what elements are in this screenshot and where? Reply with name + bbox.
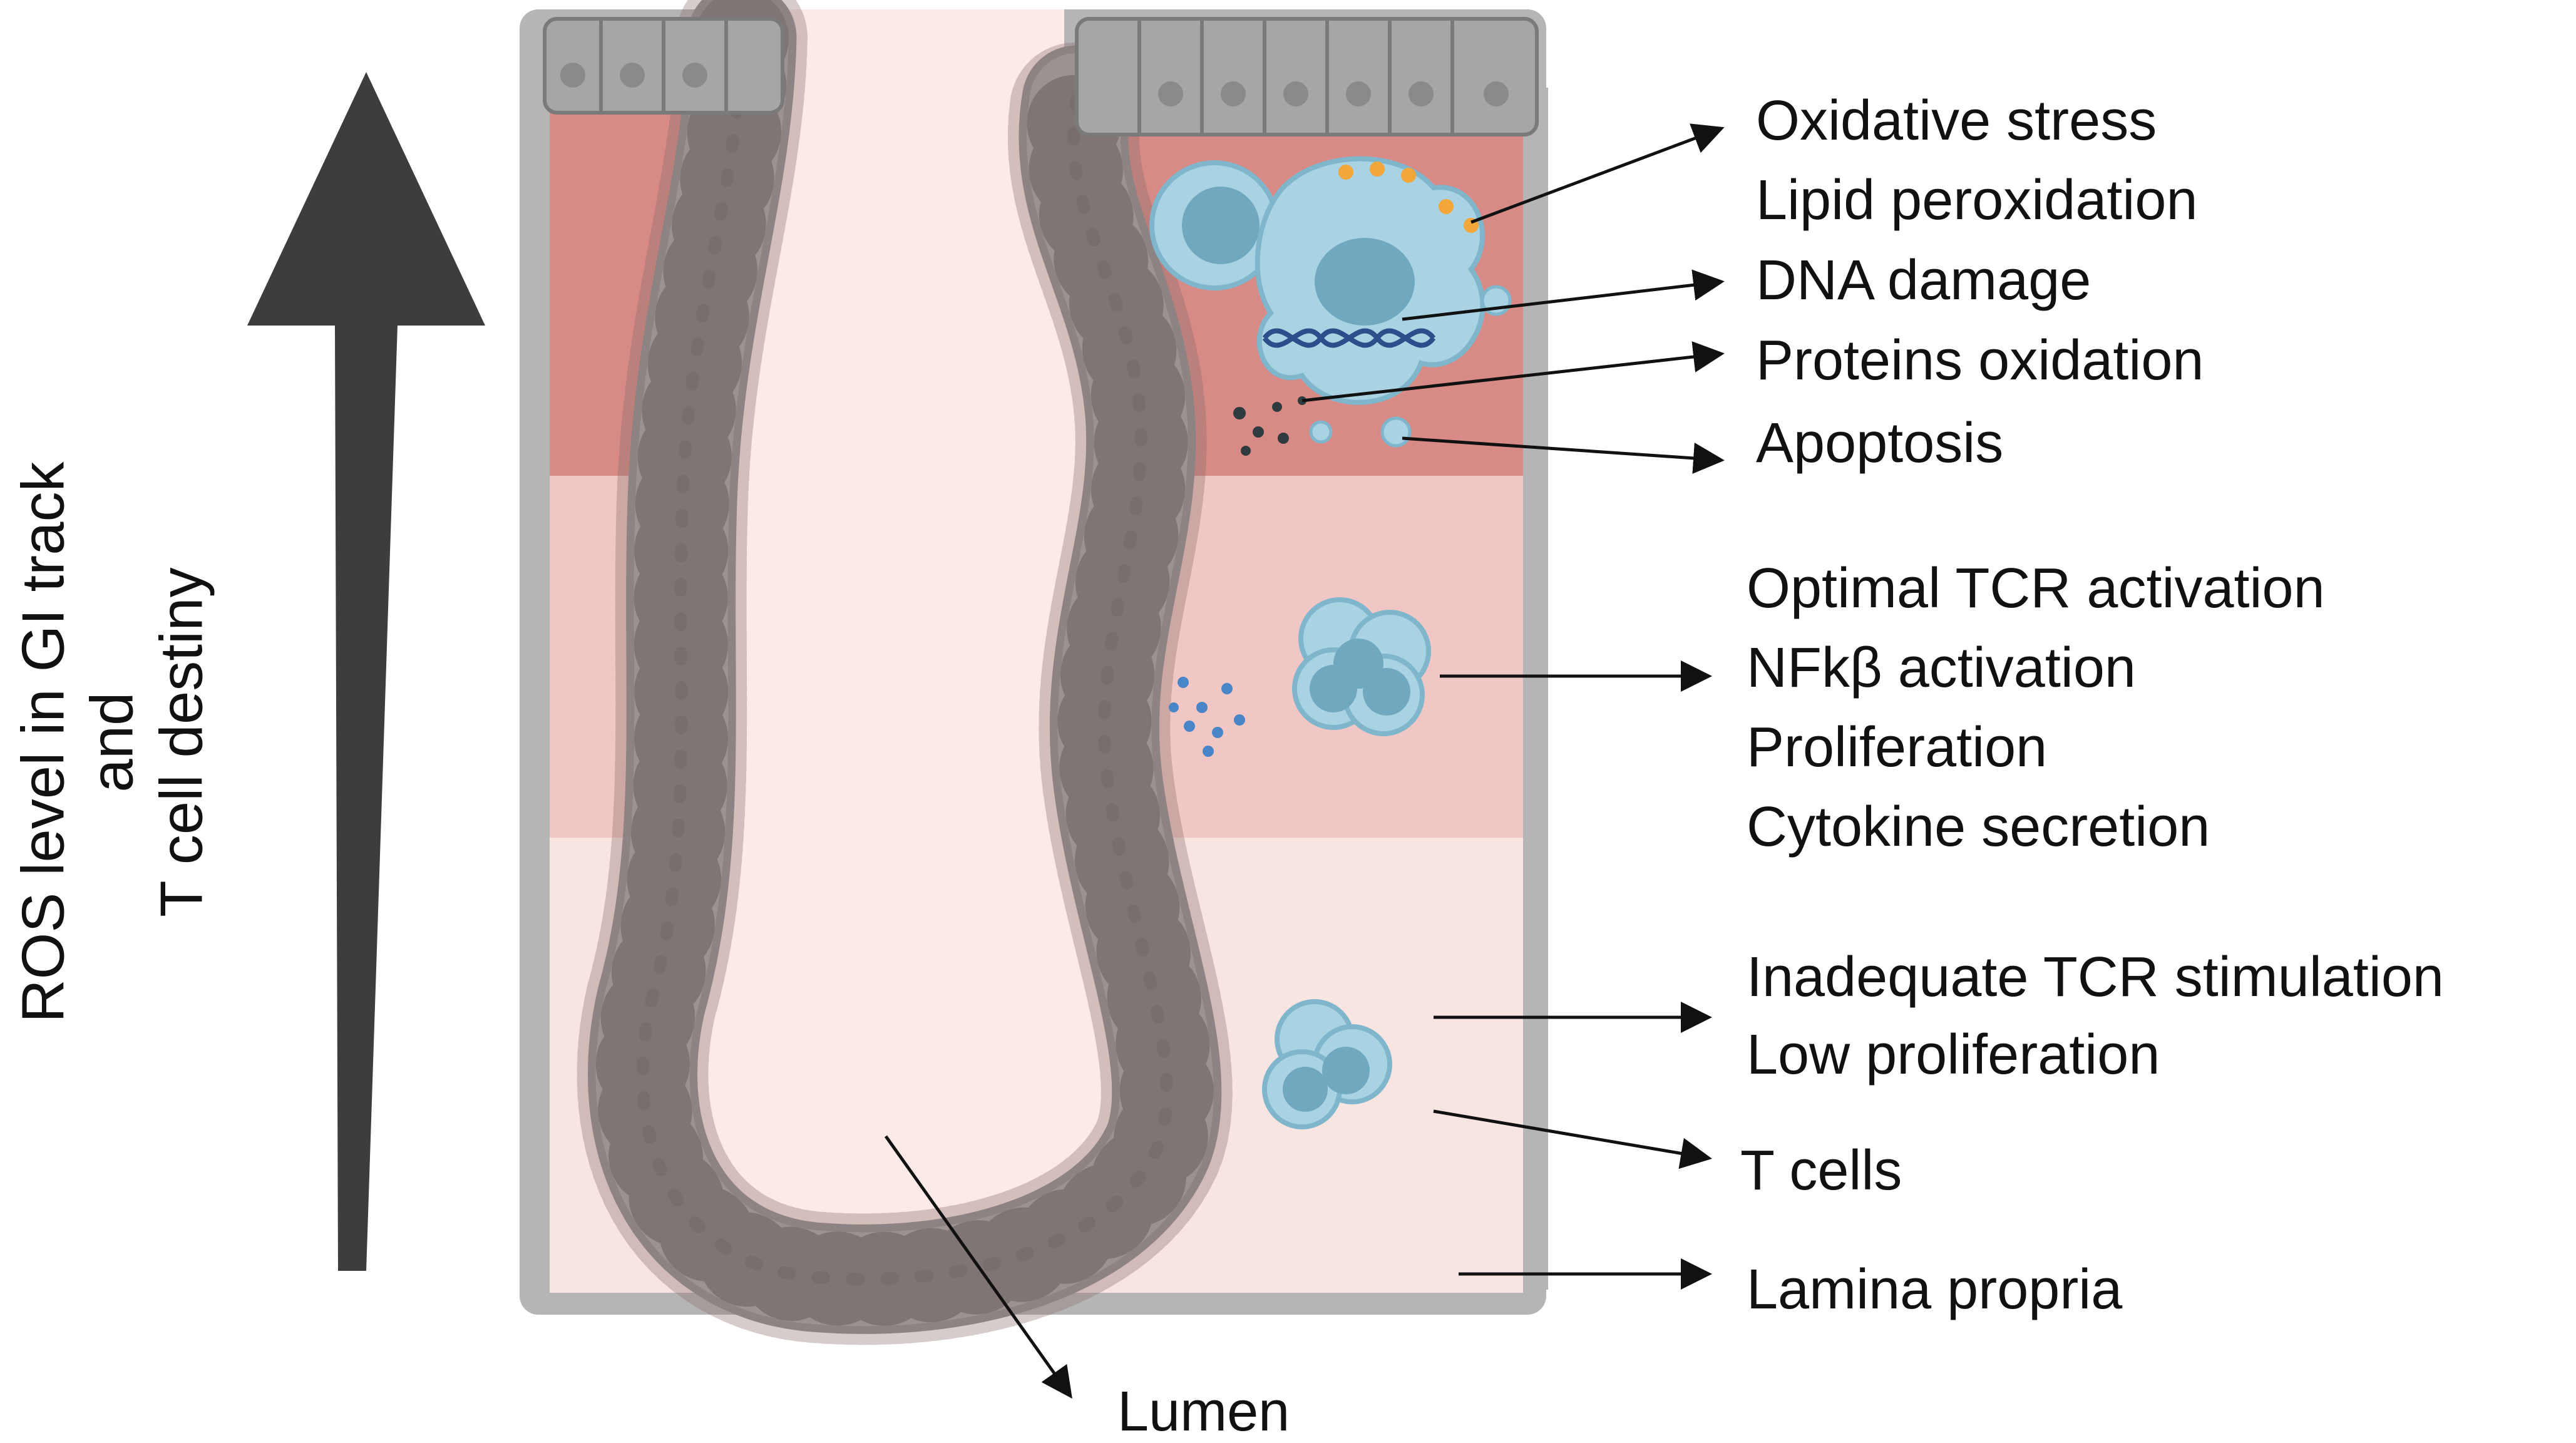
ros-axis-line1: ROS level in GI track	[9, 461, 77, 1023]
epithelium	[577, 0, 1233, 1345]
label-proliferation: Proliferation	[1747, 716, 2048, 779]
ros-level-arrow	[247, 72, 485, 1271]
ros-axis-label: ROS level in GI track and T cell destiny	[9, 304, 216, 1181]
arrow-proteins-oxidation	[1301, 341, 1725, 403]
ros-axis-line2: and	[78, 692, 146, 793]
label-optimal-tcr-activation: Optimal TCR activation	[1747, 557, 2325, 620]
pointer-arrows	[884, 123, 1725, 1399]
arrow-lumen	[884, 1135, 1072, 1399]
surface-epithelium	[543, 17, 1539, 136]
lipid-molecules-icon	[1338, 162, 1479, 233]
arrow-t-cells	[1433, 1109, 1712, 1169]
label-low-proliferation: Low proliferation	[1747, 1024, 2160, 1086]
cytokines-icon	[1169, 677, 1245, 757]
ros-axis-line3: T cell destiny	[148, 567, 215, 917]
label-inadequate-tcr-stimulation: Inadequate TCR stimulation	[1747, 946, 2444, 1009]
label-lamina-propria: Lamina propria	[1747, 1258, 2123, 1321]
arrow-dna-damage	[1402, 269, 1725, 321]
label-apoptosis: Apoptosis	[1756, 412, 2004, 475]
label-t-cells: T cells	[1740, 1139, 1902, 1202]
brush-border	[577, 0, 1233, 1345]
label-lipid-peroxidation: Lipid peroxidation	[1756, 169, 2198, 232]
label-proteins-oxidation: Proteins oxidation	[1756, 329, 2204, 392]
damaged-t-cells	[1149, 156, 1512, 456]
label-oxidative-stress: Oxidative stress	[1756, 90, 2157, 152]
label-dna-damage: DNA damage	[1756, 249, 2091, 312]
quiescent-t-cells	[1262, 999, 1392, 1129]
activated-t-cells	[1169, 597, 1431, 757]
label-nfkb-activation: NFkβ activation	[1747, 637, 2136, 699]
oxidized-proteins-icon	[1233, 396, 1306, 456]
arrow-apoptosis	[1402, 436, 1725, 474]
lumen-cavity	[684, 9, 1136, 1260]
arrow-oxidative-stress	[1470, 123, 1725, 224]
label-cytokine-secretion: Cytokine secretion	[1747, 796, 2210, 858]
label-lumen: Lumen	[1117, 1380, 1290, 1443]
